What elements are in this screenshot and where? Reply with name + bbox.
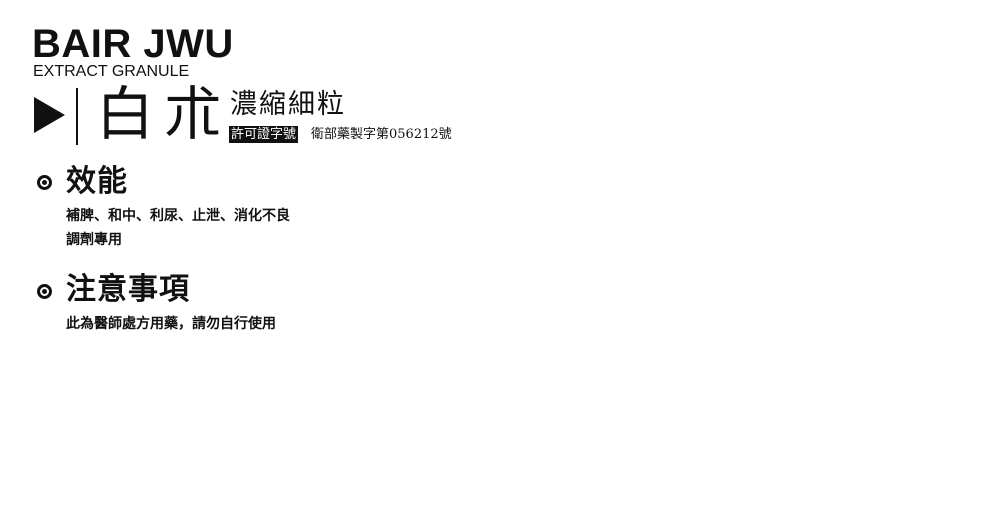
brand-name: BAIR JWU (32, 22, 234, 66)
section-title: 注意事項 (66, 272, 190, 307)
section-line: 調劑專用 (66, 232, 122, 248)
license-number: 衛部藥製字第056212號 (311, 127, 452, 142)
product-type: 濃縮細粒 (230, 89, 346, 120)
vertical-divider (76, 88, 78, 145)
brand-subtitle: EXTRACT GRANULE (33, 63, 190, 80)
section-line: 補脾、和中、利尿、止泄、消化不良 (66, 208, 290, 224)
license-label: 許可證字號 (229, 126, 299, 143)
section-title: 效能 (66, 164, 128, 199)
herb-name: 白朮 (96, 80, 233, 148)
play-triangle-icon (34, 97, 65, 133)
section-line: 此為醫師處方用藥，請勿自行使用 (66, 316, 276, 332)
target-bullet-icon (37, 284, 52, 299)
target-bullet-icon (37, 175, 52, 190)
